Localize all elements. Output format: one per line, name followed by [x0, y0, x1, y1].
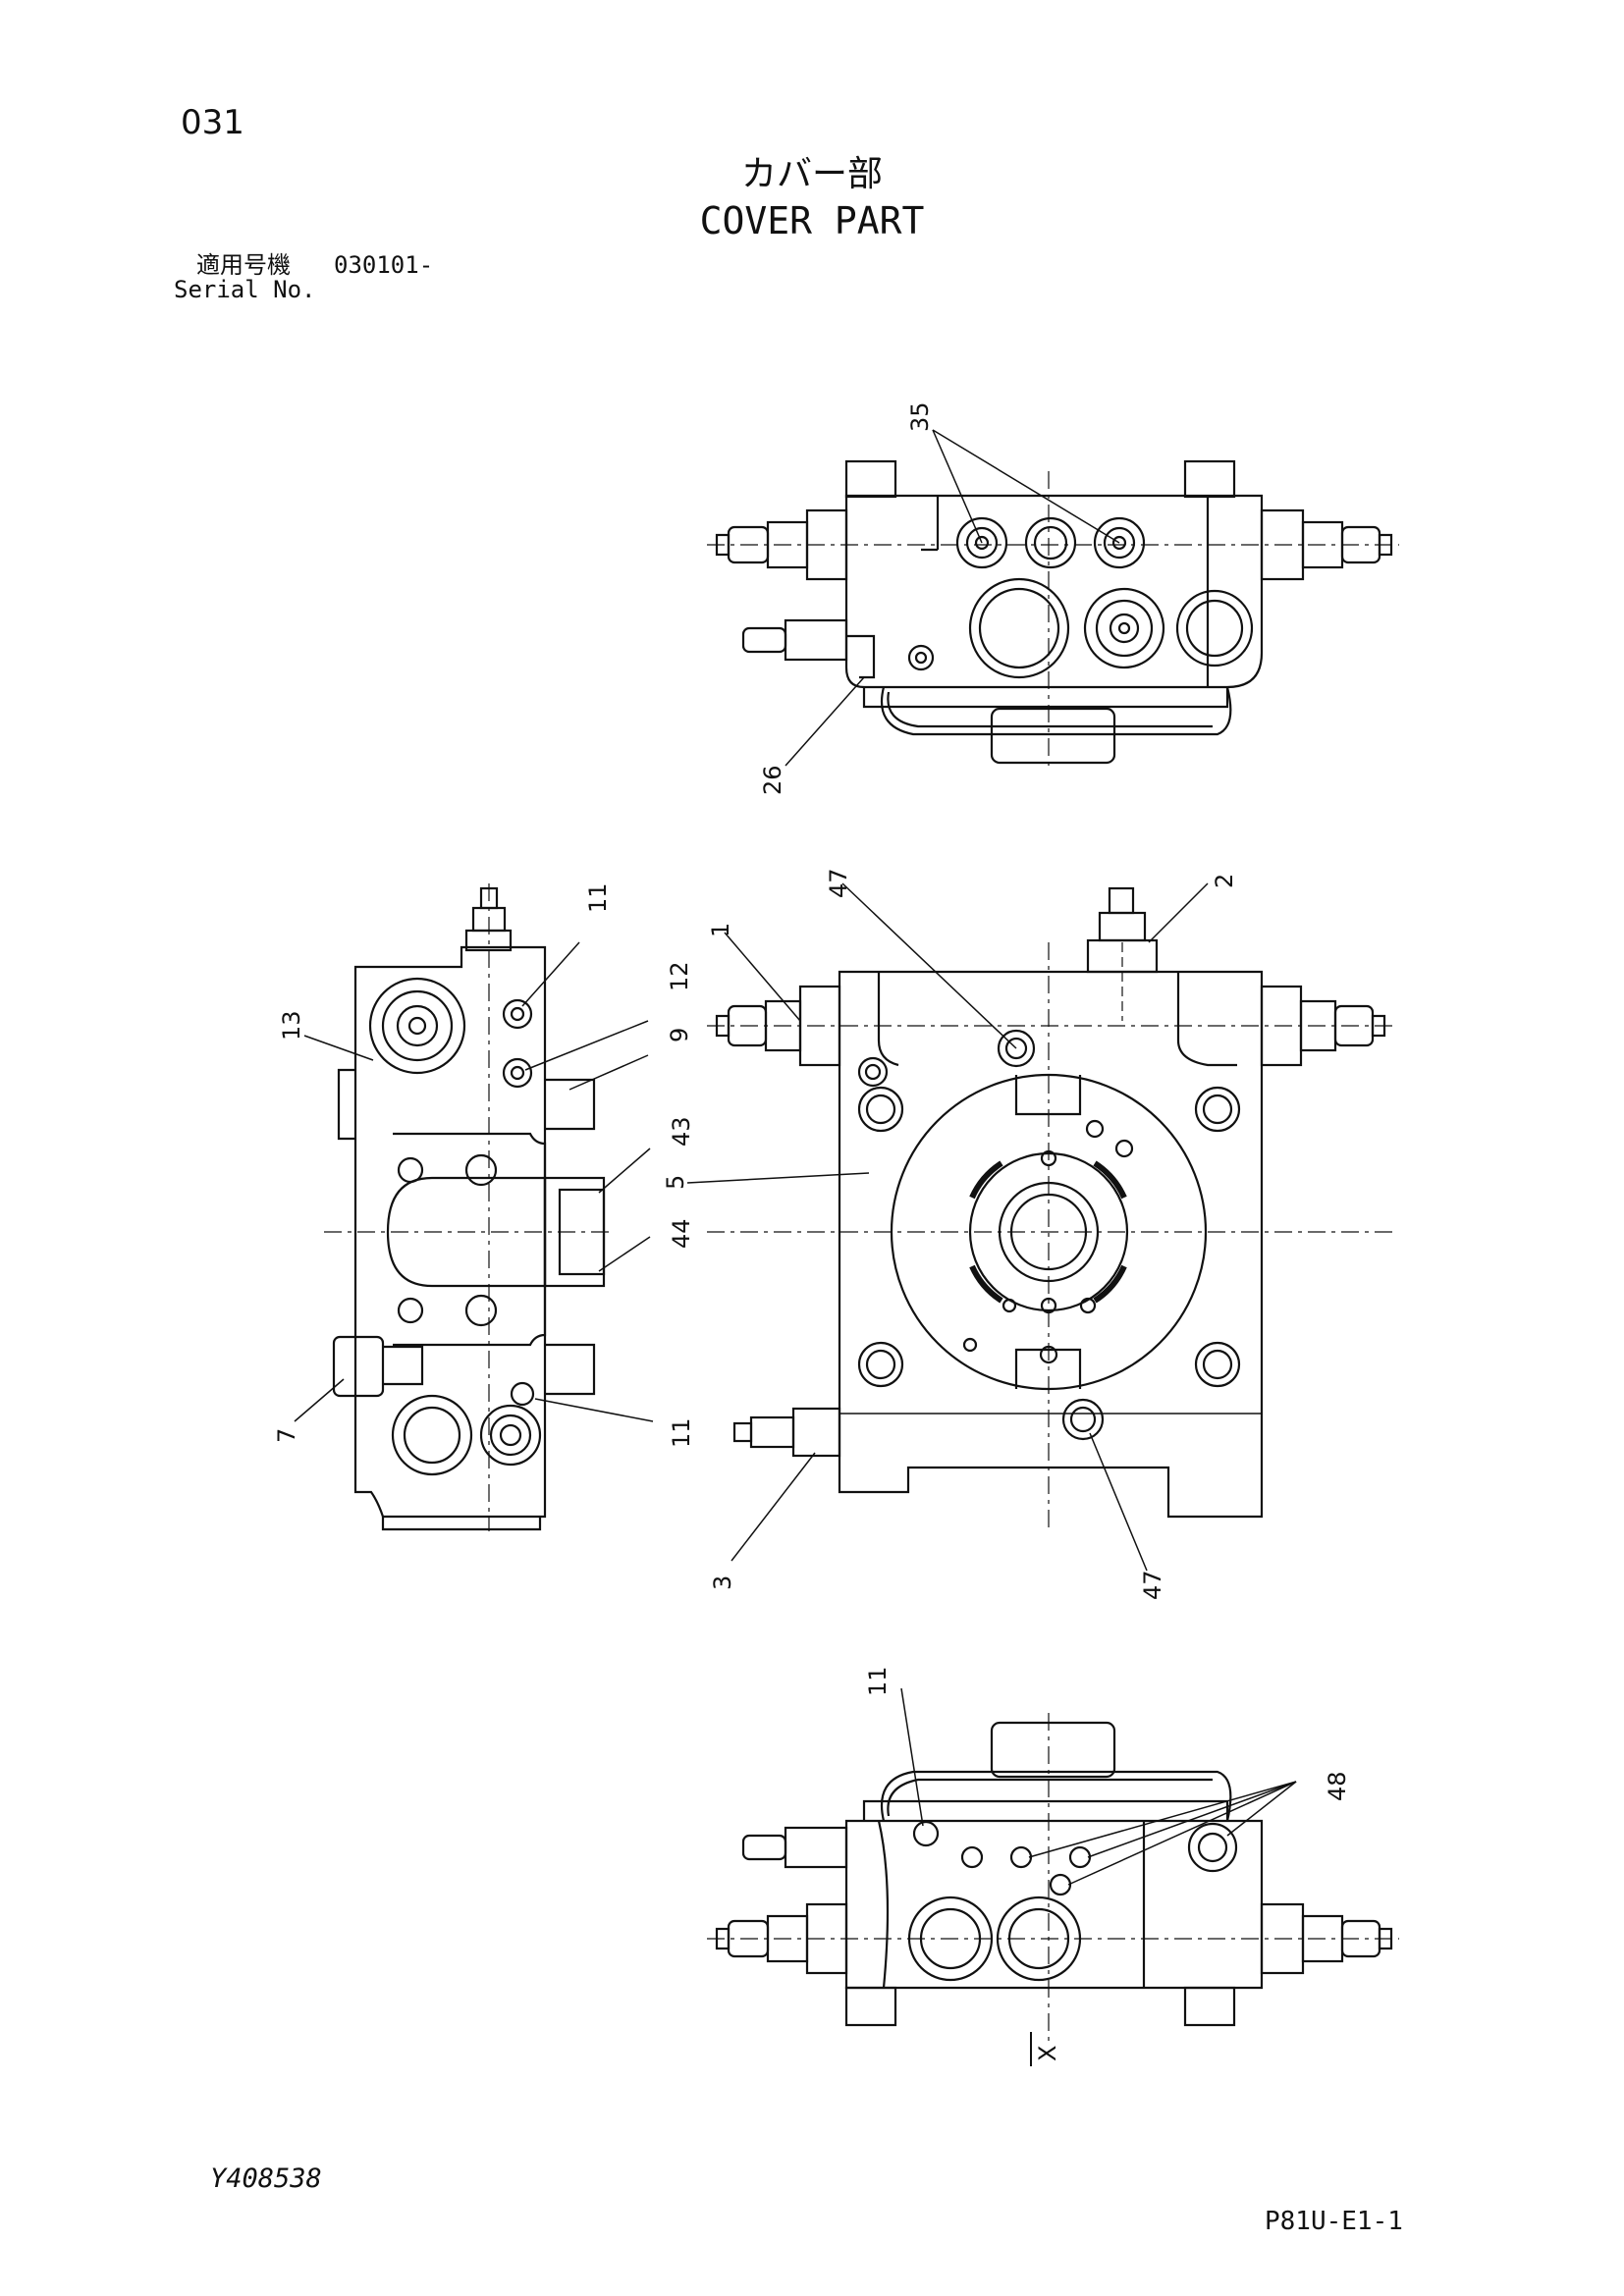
callout-11-side-upper: 11 [584, 882, 612, 913]
sheet-code: P81U-E1-1 [1265, 2207, 1403, 2236]
serial-value: 030101- [334, 251, 434, 279]
callout-13: 13 [278, 1010, 305, 1041]
callout-11-side-lower: 11 [668, 1417, 695, 1448]
callout-labels: 35 26 47 2 1 5 3 47 11 12 9 13 43 44 7 1… [273, 401, 1351, 2061]
top-view [707, 429, 1399, 767]
callout-12: 12 [666, 961, 693, 991]
bottom-view [707, 1687, 1399, 2042]
callout-1: 1 [707, 923, 734, 937]
side-view [294, 883, 654, 1531]
section-marker-x: X [1034, 2046, 1061, 2061]
callout-47-upper: 47 [825, 868, 852, 898]
callout-26: 26 [759, 765, 786, 795]
callout-44: 44 [668, 1218, 695, 1249]
title-japanese: カバー部 [740, 154, 883, 194]
callout-47-lower: 47 [1139, 1570, 1166, 1600]
serial-label-english: Serial No. [174, 276, 316, 303]
callout-5: 5 [662, 1175, 689, 1190]
callout-35: 35 [906, 401, 934, 432]
page-number: 031 [181, 103, 244, 142]
serial-label-japanese: 適用号機 [196, 251, 291, 279]
callout-11-bottom: 11 [864, 1666, 892, 1696]
callout-7: 7 [273, 1428, 300, 1443]
callout-48: 48 [1324, 1771, 1351, 1801]
callout-43: 43 [668, 1116, 695, 1147]
drawing-number: Y408538 [210, 2163, 322, 2194]
title-english: COVER PART [699, 199, 925, 242]
callout-3: 3 [709, 1575, 736, 1590]
callout-9: 9 [666, 1028, 693, 1042]
callout-2: 2 [1211, 874, 1238, 888]
front-view [686, 882, 1394, 1572]
